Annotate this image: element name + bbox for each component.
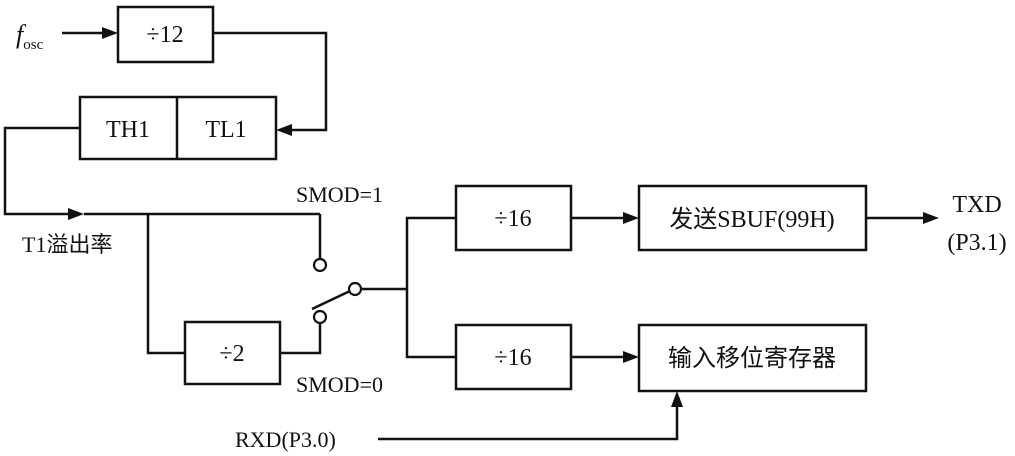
rxd-arrowhead [671,391,683,407]
smod-switch-blade [311,289,351,311]
txd-pin-label: (P3.1) [947,230,1006,256]
fosc-arrowhead [102,27,118,39]
fosc-label: fosc [16,20,44,53]
t1-overflow-label: T1溢出率 [22,232,112,257]
smod1-label: SMOD=1 [296,182,383,207]
send-sbuf-label: 发送SBUF(99H) [669,206,834,233]
div2-output-wire [280,324,322,355]
rxd-wire [378,406,679,441]
rx-shift-register-label: 输入移位寄存器 [668,345,836,372]
divide-by-16-rx-label: ÷16 [494,345,531,371]
div2-input-wire [146,214,185,355]
smod0-contact [312,309,328,325]
switch-pivot [347,281,363,297]
txd-arrowhead [923,212,939,224]
tl1-label: TL1 [205,117,246,143]
divide-by-2-label: ÷2 [219,341,244,367]
shift-reg-arrowhead [623,351,639,363]
divide-by-16-tx-label: ÷16 [494,206,531,232]
smod0-label: SMOD=0 [296,372,383,397]
th1-label: TH1 [106,117,150,143]
tl1-arrowhead [276,124,292,136]
rxd-label: RXD(P3.0) [235,427,336,452]
div12-to-tl1-wire [213,31,328,132]
txd-label: TXD [952,192,1001,218]
overflow-arrowhead [68,208,84,220]
fosc-sub-text: osc [23,37,43,53]
send-sbuf-block [637,184,868,252]
fanout-top-wire [405,216,456,289]
fosc-main-text: f [16,20,27,49]
sbuf-arrowhead [623,212,639,224]
divide-by-12-block [116,5,215,64]
fanout-bottom-wire [405,289,456,359]
rx-shift-register-block [637,323,868,393]
smod1-contact [312,257,328,273]
t1-overflow-wire [3,126,80,216]
divide-by-12-label: ÷12 [146,22,183,48]
